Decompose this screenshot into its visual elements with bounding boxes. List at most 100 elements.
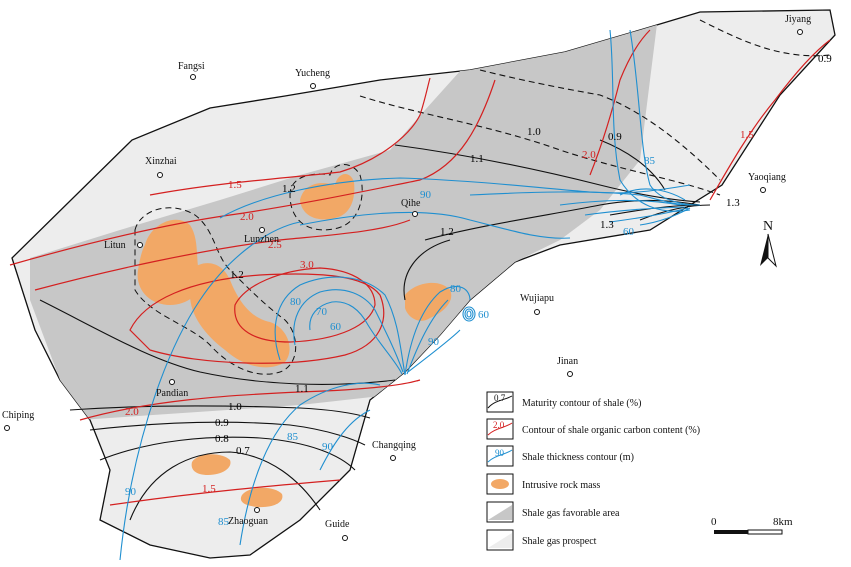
legend-maturity: 0.7 Maturity contour of shale (%)	[486, 391, 641, 413]
toc-value-labels: 1.5 2.0 1.5 2.0 2.5 3.0 2.0 1.5	[125, 129, 754, 495]
thickness-line	[639, 207, 691, 226]
toc-label: 1.5	[740, 129, 754, 141]
legend-toc: 2.0 Contour of shale organic carbon cont…	[486, 418, 700, 440]
toc-line	[234, 267, 376, 343]
maturity-label: 1.2	[282, 183, 296, 195]
toc-label: 2.0	[125, 406, 139, 418]
maturity-line	[599, 139, 666, 191]
city-zhaoguan: Zhaoguan	[228, 507, 268, 527]
thickness-label: 60	[330, 321, 342, 333]
maturity-label: 0.7	[236, 445, 250, 457]
thickness-line	[584, 206, 686, 216]
maturity-line	[403, 239, 451, 301]
maturity-line	[99, 436, 356, 471]
thickness-line	[293, 289, 404, 373]
city-yucheng: Yucheng	[295, 68, 330, 89]
intrusive-rock-masses	[137, 174, 452, 508]
maturity-line	[639, 204, 711, 221]
svg-text:Yaoqiang: Yaoqiang	[748, 172, 786, 183]
thickness-line	[404, 286, 471, 376]
thickness-label: 85	[287, 431, 299, 443]
intrusion-outline-central	[134, 207, 297, 375]
maturity-label: 1.1	[470, 153, 484, 165]
thickness-label: 80	[450, 283, 462, 295]
thickness-line	[309, 301, 403, 375]
legend-favorable-label: Shale gas favorable area	[522, 508, 620, 519]
toc-line	[149, 77, 431, 196]
thickness-label: 70	[316, 306, 328, 318]
toc-label: 2.0	[582, 149, 596, 161]
svg-text:Guide: Guide	[325, 519, 350, 530]
maturity-label: 0.9	[608, 131, 622, 143]
scale-bar: 0 8km	[711, 516, 793, 535]
north-arrow: N	[760, 219, 777, 268]
north-arrow-icon	[760, 234, 768, 266]
thickness-label: 90	[125, 486, 137, 498]
maturity-label: 1.2	[440, 226, 454, 238]
thickness-line	[274, 276, 406, 376]
maturity-line	[424, 199, 701, 241]
intrusive-mass-central	[190, 263, 290, 368]
thickness-closed-contour	[462, 306, 476, 322]
svg-text:Xinzhai: Xinzhai	[145, 156, 177, 167]
svg-text:2.0: 2.0	[493, 420, 505, 430]
thickness-label: 90	[428, 336, 440, 348]
toc-label: 1.5	[202, 483, 216, 495]
maturity-label: 0.9	[818, 53, 832, 65]
thickness-label: 85	[218, 516, 230, 528]
thickness-line	[219, 177, 691, 219]
thickness-closed-contour	[466, 310, 472, 318]
thickness-closed-contour	[464, 308, 474, 320]
maturity-line	[479, 69, 721, 181]
city-xinzhai: Xinzhai	[145, 156, 177, 178]
city-markers: Jiyang Fangsi Yucheng Xinzhai Yaoqiang Q…	[2, 14, 811, 541]
maturity-label: 1.1	[295, 383, 309, 395]
thickness-label: 90	[322, 441, 334, 453]
city-qihe: Qihe	[401, 198, 421, 217]
svg-text:Chiping: Chiping	[2, 410, 34, 421]
maturity-label: 1.2	[230, 269, 244, 281]
maturity-line	[69, 405, 371, 419]
thickness-line	[299, 211, 571, 239]
svg-text:Jiyang: Jiyang	[785, 14, 811, 25]
thickness-line	[407, 329, 461, 373]
thickness-line	[406, 299, 449, 375]
toc-label: 2.5	[268, 239, 282, 251]
thickness-line	[609, 29, 691, 212]
maturity-label: 1.0	[228, 401, 242, 413]
legend-thickness: 90 Shale thickness contour (m)	[486, 445, 634, 467]
toc-line	[34, 219, 411, 291]
legend-thickness-label: Shale thickness contour (m)	[522, 452, 634, 463]
city-changqing: Changqing	[372, 440, 416, 461]
thickness-label: 85	[644, 155, 656, 167]
svg-text:Pandian: Pandian	[156, 388, 188, 399]
intrusive-mass-lunzhen-north	[300, 174, 355, 220]
toc-line	[589, 29, 651, 176]
svg-text:Zhaoguan: Zhaoguan	[228, 516, 268, 527]
city-jiyang: Jiyang	[785, 14, 811, 35]
city-jinan: Jinan	[557, 356, 578, 377]
intrusive-mass-zhaoguan-north	[191, 454, 231, 475]
toc-line	[709, 39, 831, 201]
thickness-line	[119, 221, 301, 561]
north-label: N	[763, 219, 773, 234]
maturity-line	[39, 299, 396, 385]
legend-intrusive: Intrusive rock mass	[486, 473, 600, 495]
city-lunzhen: Lunzhen	[244, 227, 279, 245]
svg-text:0.7: 0.7	[494, 393, 506, 403]
svg-text:Jinan: Jinan	[557, 356, 578, 367]
thickness-label: 60	[623, 226, 635, 238]
maturity-line	[359, 95, 721, 196]
legend-intrusive-label: Intrusive rock mass	[522, 480, 600, 491]
maturity-value-labels: 0.9 1.0 0.9 1.1 1.2 1.2 1.2 1.3 1.3 1.1 …	[215, 53, 832, 457]
city-pandian: Pandian	[156, 379, 188, 399]
thickness-line	[239, 382, 381, 546]
thickness-label: 90	[420, 189, 432, 201]
thickness-label: 60	[478, 309, 490, 321]
maturity-contours	[39, 19, 831, 521]
city-guide: Guide	[325, 519, 350, 541]
legend-favorable: Shale gas favorable area	[486, 501, 620, 523]
scale-start-label: 0	[711, 516, 717, 528]
toc-line	[129, 273, 385, 364]
